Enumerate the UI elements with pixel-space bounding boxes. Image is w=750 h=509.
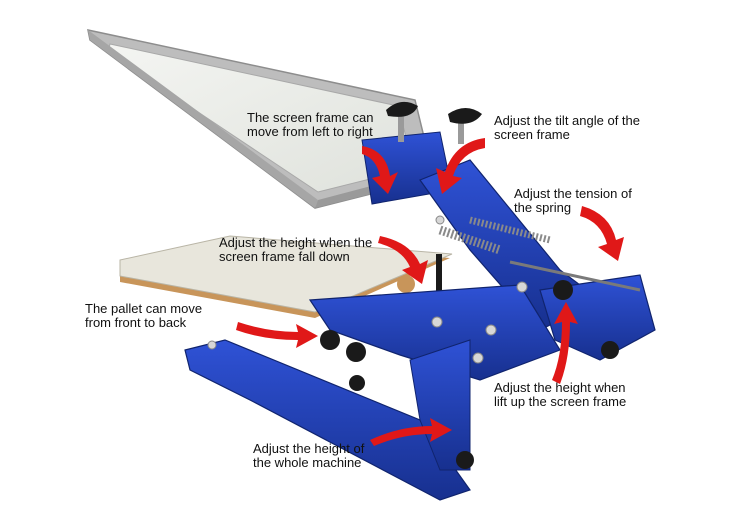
arrow-pallet (236, 322, 318, 348)
arrow-tilt-angle (436, 138, 485, 194)
tension-rod (509, 260, 641, 292)
arrow-lift-up (552, 302, 578, 384)
foot-left (349, 375, 365, 391)
foot-front (456, 451, 474, 469)
clamp-knob-right (448, 108, 482, 124)
bolts (207, 215, 528, 364)
label-pallet: The pallet can move from front to back (85, 301, 203, 330)
arrow-spring-tension (580, 206, 624, 261)
arrow-height-fall (378, 236, 428, 284)
arrow-whole-machine (370, 418, 452, 446)
label-tilt-angle: Adjust the tilt angle of the screen fram… (494, 113, 640, 142)
label-screen-frame: The screen frame can move from left to r… (247, 110, 374, 139)
label-height-fall: Adjust the height when the screen frame … (219, 235, 373, 264)
label-spring-tension: Adjust the tension of the spring (514, 186, 632, 215)
lift-knob (553, 280, 573, 300)
pallet-knob-2 (346, 342, 366, 362)
label-whole-machine: Adjust the height of the whole machine (253, 441, 365, 470)
clamp-knob-left (386, 101, 418, 117)
pallet-knob-1 (320, 330, 340, 350)
pallet (119, 235, 453, 318)
spring-upper (438, 225, 502, 255)
machine-base (184, 284, 561, 501)
arrow-screen-frame (362, 146, 398, 194)
foot-right (601, 341, 619, 359)
spring-lower (469, 216, 551, 244)
label-lift-up: Adjust the height when lift up the scree… (494, 380, 627, 409)
